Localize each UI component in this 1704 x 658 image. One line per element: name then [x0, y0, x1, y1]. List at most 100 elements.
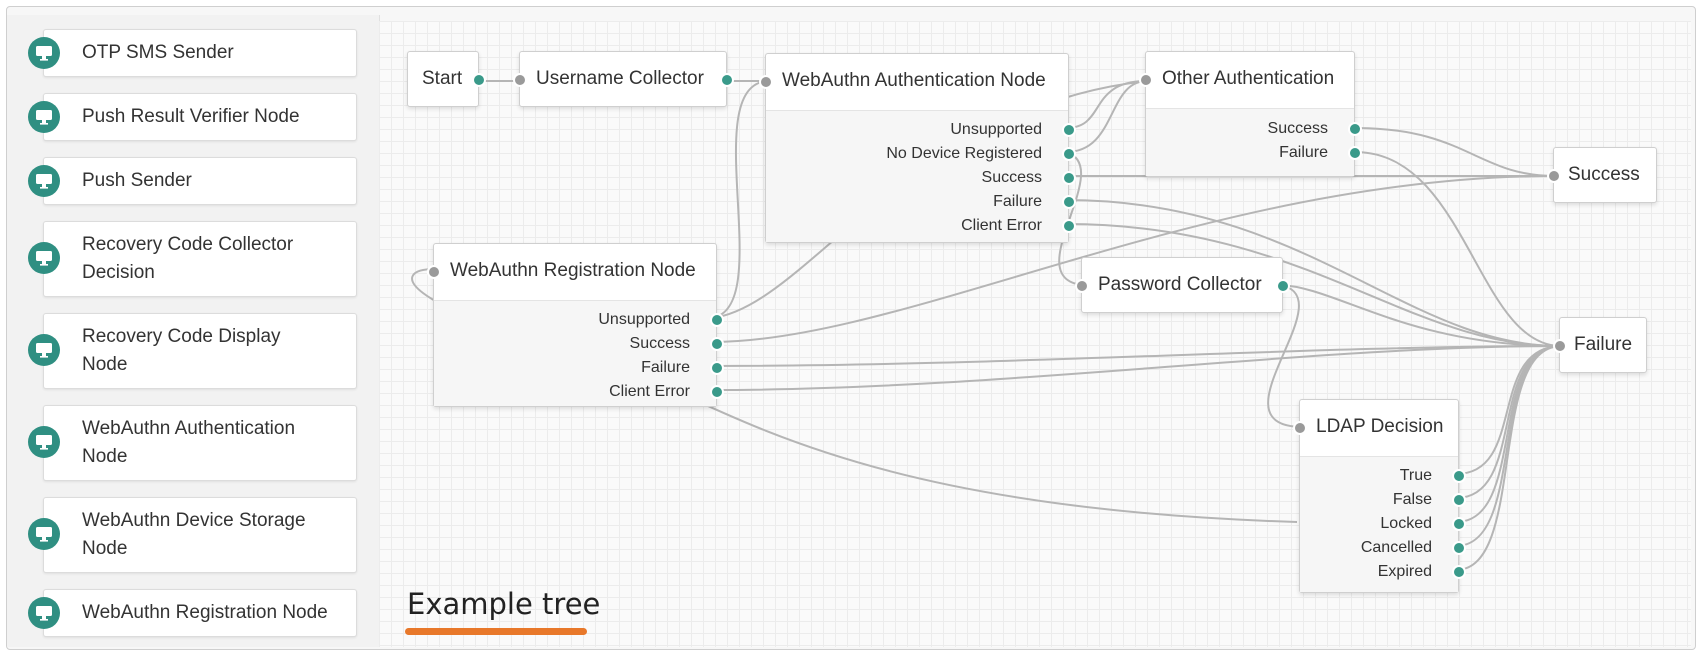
node-other-authentication[interactable]: Other Authentication Success Failure	[1139, 51, 1362, 177]
palette-item[interactable]: WebAuthn Device Storage Node	[28, 497, 357, 573]
wire	[1065, 199, 1562, 348]
output-port[interactable]	[1348, 122, 1362, 136]
input-port[interactable]	[1075, 279, 1089, 293]
palette-item[interactable]: Recovery Code Display Node	[28, 313, 357, 389]
outcome-label: Client Error	[609, 383, 690, 400]
output-port[interactable]	[1062, 123, 1076, 137]
palette-item-label: OTP SMS Sender	[82, 42, 234, 63]
node-title: Failure	[1574, 334, 1633, 355]
output-port[interactable]	[710, 385, 724, 399]
outcome-label: Cancelled	[1360, 539, 1432, 556]
node-success[interactable]: Success	[1547, 147, 1657, 203]
palette-item[interactable]: OTP SMS Sender	[28, 29, 357, 77]
palette-item-label: WebAuthn Device Storage Node	[82, 510, 306, 559]
wire	[1354, 151, 1562, 347]
output-port[interactable]	[710, 313, 724, 327]
node-ldap-decision[interactable]: LDAP Decision True False Locked Cancelle…	[1293, 399, 1466, 593]
output-port[interactable]	[1062, 195, 1076, 209]
monitor-icon	[28, 426, 60, 458]
monitor-icon	[28, 334, 60, 366]
outcome-label: Failure	[993, 193, 1042, 210]
output-port[interactable]	[1452, 493, 1466, 507]
input-port[interactable]	[1547, 169, 1561, 183]
outcome-label: Success	[1267, 120, 1328, 137]
outcome-label: Unsupported	[598, 311, 690, 328]
outcome-label: False	[1392, 491, 1432, 508]
outcome-label: Locked	[1380, 515, 1432, 532]
output-port[interactable]	[1348, 146, 1362, 160]
wire	[711, 345, 1562, 367]
palette-item-label: Push Result Verifier Node	[82, 106, 300, 127]
outcome-label: Client Error	[961, 217, 1042, 234]
palette-item-label: Recovery Code Display Node	[82, 326, 281, 375]
node-start[interactable]: Start	[407, 51, 486, 107]
node-title: Start	[422, 68, 463, 89]
monitor-icon	[28, 165, 60, 197]
tree-editor-frame: OTP SMS Sender Push Result Verifier Node…	[6, 6, 1696, 650]
node-title: WebAuthn Registration Node	[450, 260, 696, 281]
output-port[interactable]	[1452, 469, 1466, 483]
output-port[interactable]	[472, 73, 486, 87]
node-failure[interactable]: Failure	[1553, 317, 1647, 373]
palette-item[interactable]: Recovery Code Collector Decision	[28, 221, 357, 297]
palette-item[interactable]: WebAuthn Authentication Node	[28, 405, 357, 481]
wire	[1455, 345, 1562, 499]
node-outcomes: True False Locked Cancelled Expired	[1300, 456, 1466, 592]
output-port[interactable]	[1062, 171, 1076, 185]
output-port[interactable]	[710, 337, 724, 351]
outcome-label: Success	[629, 335, 690, 352]
node-outcomes: Unsupported Success Failure Client Error	[434, 300, 724, 406]
output-port[interactable]	[1062, 147, 1076, 161]
monitor-icon	[28, 242, 60, 274]
caption-underline	[405, 628, 587, 635]
node-palette: OTP SMS Sender Push Result Verifier Node…	[7, 15, 380, 647]
outcome-label: True	[1399, 467, 1432, 484]
input-port[interactable]	[1553, 339, 1567, 353]
monitor-icon	[28, 101, 60, 133]
output-port[interactable]	[1452, 565, 1466, 579]
outcome-label: Expired	[1377, 563, 1432, 580]
node-username-collector[interactable]: Username Collector	[513, 51, 734, 107]
node-title: Password Collector	[1098, 274, 1262, 295]
output-port[interactable]	[710, 361, 724, 375]
wire	[1354, 127, 1556, 177]
wire	[1267, 284, 1304, 428]
palette-item-label: WebAuthn Authentication Node	[82, 418, 296, 467]
monitor-icon	[28, 518, 60, 550]
input-port[interactable]	[1293, 421, 1307, 435]
monitor-icon	[28, 597, 60, 629]
node-password-collector[interactable]: Password Collector	[1075, 257, 1290, 313]
wire	[711, 345, 1562, 391]
wire	[1065, 80, 1148, 153]
monitor-icon	[28, 37, 60, 69]
wire	[711, 175, 1556, 343]
palette-item[interactable]: Push Sender	[28, 157, 357, 205]
wire	[1279, 284, 1562, 347]
node-webauthn-registration[interactable]: WebAuthn Registration Node Unsupported S…	[427, 243, 724, 407]
node-title: Other Authentication	[1162, 68, 1335, 89]
canvas-caption: Example tree	[407, 587, 601, 621]
palette-item-label: Recovery Code Collector Decision	[82, 234, 294, 283]
output-port[interactable]	[1062, 219, 1076, 233]
palette-item-label: WebAuthn Registration Node	[82, 602, 328, 623]
input-port[interactable]	[427, 265, 441, 279]
wire	[711, 80, 768, 319]
node-title: LDAP Decision	[1316, 416, 1444, 437]
output-port[interactable]	[1452, 541, 1466, 555]
palette-item[interactable]: WebAuthn Registration Node	[28, 589, 357, 637]
node-webauthn-authentication[interactable]: WebAuthn Authentication Node Unsupported…	[759, 53, 1076, 243]
output-port[interactable]	[1276, 279, 1290, 293]
node-title: Success	[1568, 164, 1640, 185]
node-title: Username Collector	[536, 68, 704, 89]
input-port[interactable]	[513, 73, 527, 87]
node-outcomes: Success Failure	[1146, 108, 1362, 176]
output-port[interactable]	[1452, 517, 1466, 531]
input-port[interactable]	[1139, 73, 1153, 87]
outcome-label: Success	[981, 169, 1042, 186]
outcome-label: Failure	[641, 359, 690, 376]
output-port[interactable]	[720, 73, 734, 87]
input-port[interactable]	[759, 75, 773, 89]
palette-item[interactable]: Push Result Verifier Node	[28, 93, 357, 141]
wire	[1455, 345, 1562, 571]
palette-item-label: Push Sender	[82, 170, 192, 191]
